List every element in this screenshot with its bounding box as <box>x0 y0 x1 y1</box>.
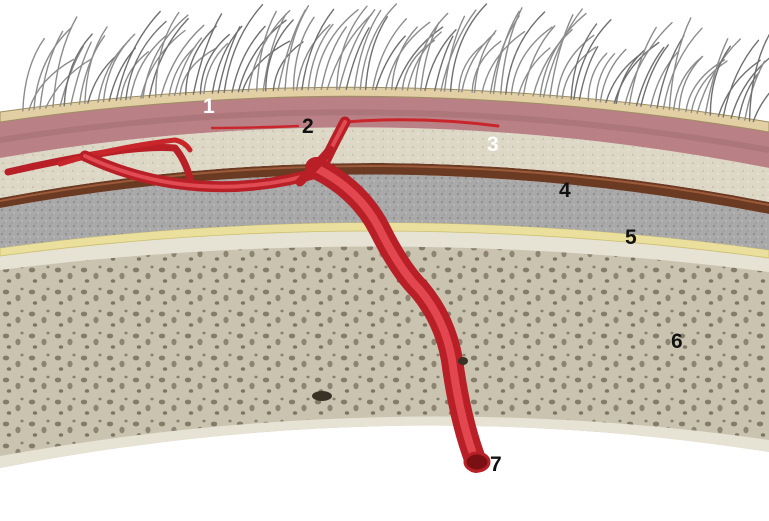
hair-strand <box>574 20 611 100</box>
label-2: 2 <box>302 115 314 138</box>
hair-strand <box>600 49 626 101</box>
label-5: 5 <box>625 226 637 249</box>
hair-strand <box>501 8 522 94</box>
label-3: 3 <box>487 133 499 156</box>
label-7: 7 <box>490 453 502 476</box>
hair-strand <box>88 54 118 103</box>
hair-strand <box>445 16 465 91</box>
hair-strand <box>691 61 727 112</box>
hair-strand <box>156 13 179 97</box>
label-6: 6 <box>671 330 683 353</box>
artery-cut-end <box>465 453 489 471</box>
hair-strand <box>596 54 615 102</box>
hair-strand <box>679 57 702 111</box>
hair-strand <box>669 18 691 110</box>
label-1: 1 <box>203 95 215 118</box>
hair-strand <box>459 44 484 92</box>
label-4: 4 <box>559 179 571 202</box>
bone-dark-spot <box>458 357 468 365</box>
hair-strand <box>238 20 286 92</box>
hair-strand <box>60 47 83 107</box>
bone-layer <box>0 231 769 468</box>
hair-strand <box>360 4 396 89</box>
bone-dark-spot <box>312 391 332 401</box>
